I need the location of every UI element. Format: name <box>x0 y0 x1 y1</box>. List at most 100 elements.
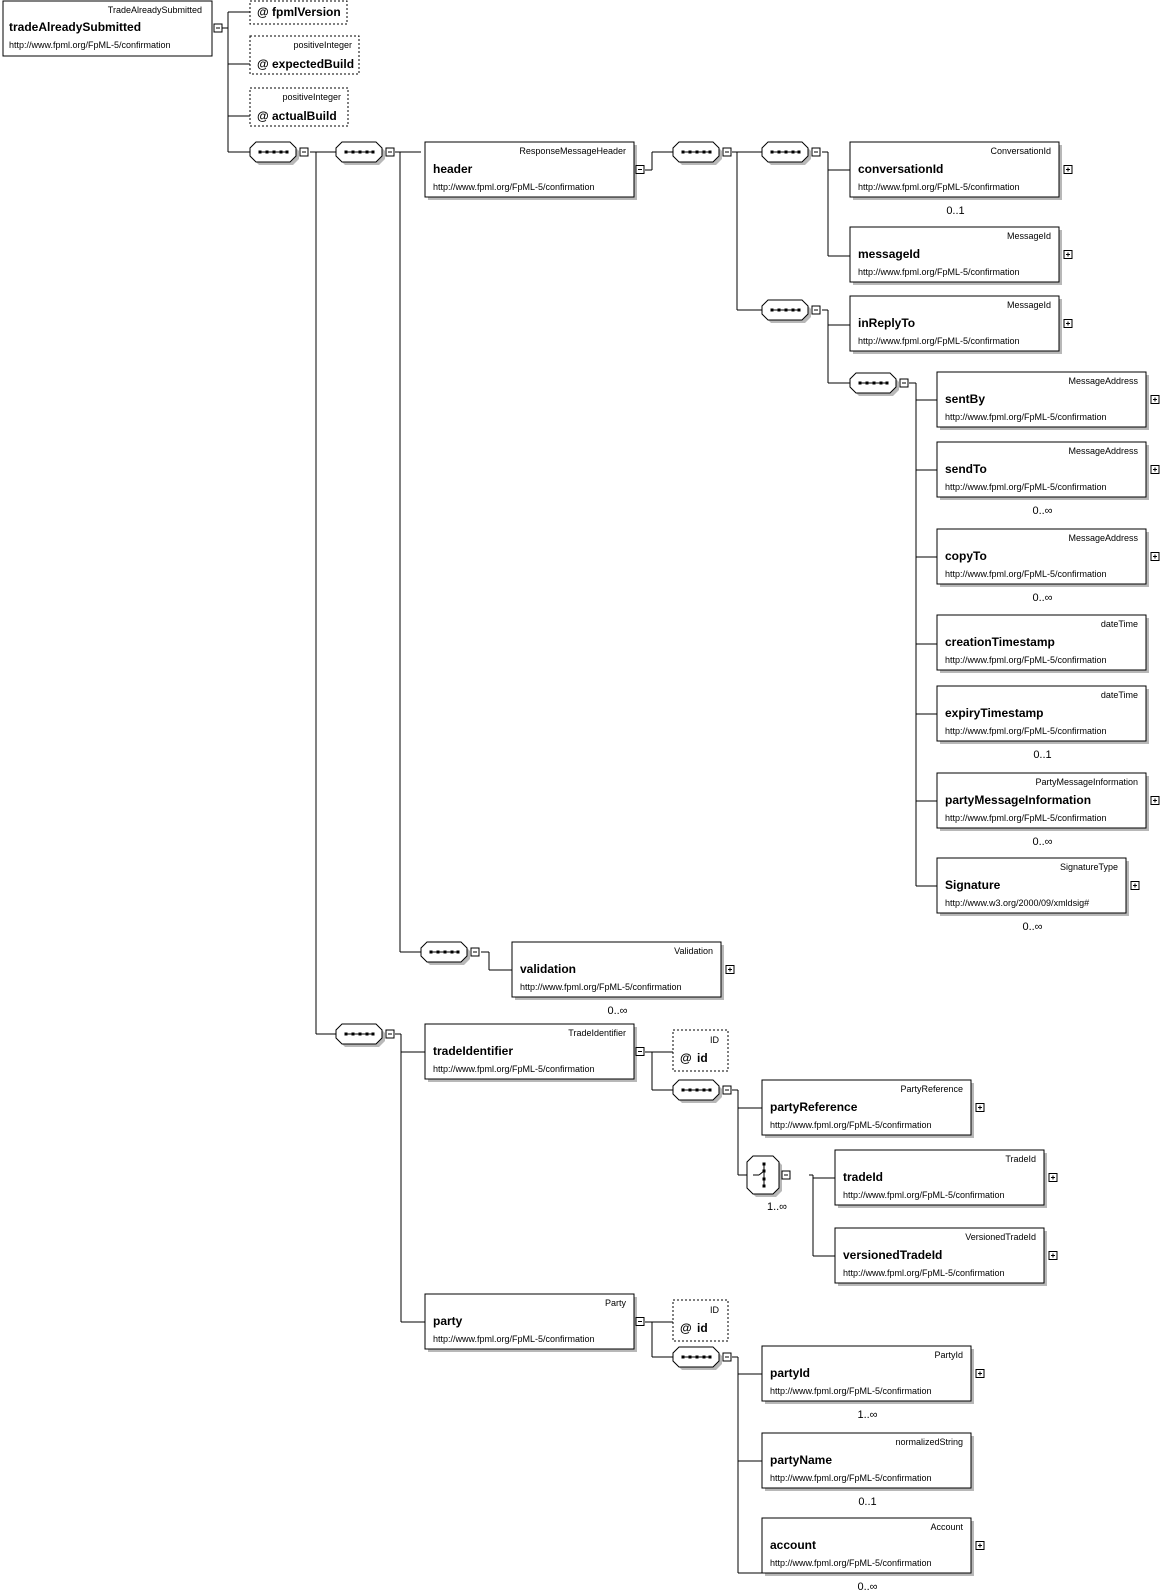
seq-party-collapse-toggle[interactable] <box>722 1352 732 1362</box>
element-party[interactable]: Partypartyhttp://www.fpml.org/FpML-5/con… <box>424 1293 637 1352</box>
seq-reply-sequence-icon[interactable] <box>761 299 811 323</box>
signature-expand-toggle[interactable] <box>1130 881 1140 890</box>
partyReference-name: partyReference <box>770 1100 858 1114</box>
tradeId-name: tradeId <box>843 1170 883 1184</box>
seq-header-content-collapse-toggle[interactable] <box>722 147 732 157</box>
seq-header-content-sequence-icon[interactable] <box>672 141 722 165</box>
attribute-actualBuild[interactable]: positiveInteger @ actualBuild <box>249 87 349 127</box>
element-expiryTimestamp[interactable]: dateTimeexpiryTimestamphttp://www.fpml.o… <box>936 685 1149 744</box>
creationTimestamp-name: creationTimestamp <box>945 635 1055 649</box>
seq-trade-identifier-collapse-toggle[interactable] <box>722 1085 732 1095</box>
copyTo-type: MessageAddress <box>1068 533 1138 543</box>
partyMessageInformation-namespace: http://www.fpml.org/FpML-5/confirmation <box>945 813 1107 823</box>
copyTo-expand-toggle[interactable] <box>1150 552 1160 561</box>
expiryTimestamp-cardinality: 0..1 <box>1033 749 1051 761</box>
partyMessageInformation-expand-toggle[interactable] <box>1150 796 1160 805</box>
element-sendTo[interactable]: MessageAddresssendTohttp://www.fpml.org/… <box>936 441 1149 500</box>
choice-icon[interactable] <box>746 1155 782 1197</box>
partyId-expand-toggle[interactable] <box>975 1369 985 1378</box>
partyName-namespace: http://www.fpml.org/FpML-5/confirmation <box>770 1473 932 1483</box>
header-collapse-toggle[interactable] <box>635 165 645 174</box>
element-sentBy[interactable]: MessageAddresssentByhttp://www.fpml.org/… <box>936 371 1149 430</box>
at-symbol: @ <box>257 57 269 71</box>
seq-trade-identifier-sequence-icon[interactable] <box>672 1079 722 1103</box>
sentBy-type: MessageAddress <box>1068 376 1138 386</box>
element-account[interactable]: Accountaccounthttp://www.fpml.org/FpML-5… <box>761 1517 974 1576</box>
seq-validation-sequence-icon[interactable] <box>420 941 470 965</box>
attribute-name: id <box>697 1051 708 1065</box>
signature-type: SignatureType <box>1060 862 1118 872</box>
conversationId-expand-toggle[interactable] <box>1063 165 1073 174</box>
seq-addresses-sequence-icon[interactable] <box>849 372 899 396</box>
validation-expand-toggle[interactable] <box>725 965 735 974</box>
seq-addresses-collapse-toggle[interactable] <box>899 378 909 388</box>
sendTo-name: sendTo <box>945 462 987 476</box>
signature-namespace: http://www.w3.org/2000/09/xmldsig# <box>945 898 1089 908</box>
versionedTradeId-type: VersionedTradeId <box>965 1232 1036 1242</box>
root-collapse-toggle[interactable] <box>213 23 223 33</box>
inReplyTo-name: inReplyTo <box>858 316 915 330</box>
attribute-tradeIdentifier-id[interactable]: ID @ id <box>672 1029 729 1072</box>
messageId-expand-toggle[interactable] <box>1063 250 1073 259</box>
root-name: tradeAlreadySubmitted <box>9 20 141 34</box>
seq-header-group-sequence-icon[interactable] <box>335 141 385 165</box>
seq-ids-sequence-icon[interactable] <box>761 141 811 165</box>
sentBy-expand-toggle[interactable] <box>1150 395 1160 404</box>
element-tradeId[interactable]: TradeIdtradeIdhttp://www.fpml.org/FpML-5… <box>834 1149 1047 1208</box>
tradeId-expand-toggle[interactable] <box>1048 1173 1058 1182</box>
element-conversationId[interactable]: ConversationIdconversationIdhttp://www.f… <box>849 141 1062 200</box>
messageId-namespace: http://www.fpml.org/FpML-5/confirmation <box>858 267 1020 277</box>
element-partyId[interactable]: PartyIdpartyIdhttp://www.fpml.org/FpML-5… <box>761 1345 974 1404</box>
attribute-party-id[interactable]: ID @ id <box>672 1299 729 1342</box>
choice-collapse-toggle[interactable] <box>781 1170 791 1180</box>
expiryTimestamp-namespace: http://www.fpml.org/FpML-5/confirmation <box>945 726 1107 736</box>
partyMessageInformation-name: partyMessageInformation <box>945 793 1091 807</box>
attribute-name: actualBuild <box>272 109 337 123</box>
partyReference-expand-toggle[interactable] <box>975 1103 985 1112</box>
seq-main-collapse-toggle[interactable] <box>299 147 309 157</box>
inReplyTo-expand-toggle[interactable] <box>1063 319 1073 328</box>
element-partyMessageInformation[interactable]: PartyMessageInformationpartyMessageInfor… <box>936 772 1149 831</box>
seq-reply-collapse-toggle[interactable] <box>811 305 821 315</box>
account-type: Account <box>930 1522 963 1532</box>
element-versionedTradeId[interactable]: VersionedTradeIdversionedTradeIdhttp://w… <box>834 1227 1047 1286</box>
element-partyReference[interactable]: PartyReferencepartyReferencehttp://www.f… <box>761 1079 974 1138</box>
seq-validation-collapse-toggle[interactable] <box>470 947 480 957</box>
seq-ids-collapse-toggle[interactable] <box>811 147 821 157</box>
sendTo-expand-toggle[interactable] <box>1150 465 1160 474</box>
element-validation[interactable]: Validationvalidationhttp://www.fpml.org/… <box>511 941 724 1000</box>
element-copyTo[interactable]: MessageAddresscopyTohttp://www.fpml.org/… <box>936 528 1149 587</box>
at-symbol: @ <box>680 1321 692 1335</box>
account-expand-toggle[interactable] <box>975 1541 985 1550</box>
partyMessageInformation-cardinality: 0..∞ <box>1032 836 1052 848</box>
tradeIdentifier-collapse-toggle[interactable] <box>635 1047 645 1056</box>
versionedTradeId-expand-toggle[interactable] <box>1048 1251 1058 1260</box>
element-partyName[interactable]: normalizedStringpartyNamehttp://www.fpml… <box>761 1432 974 1491</box>
seq-party-sequence-icon[interactable] <box>672 1346 722 1370</box>
signature-name: Signature <box>945 878 1001 892</box>
sentBy-name: sentBy <box>945 392 985 406</box>
element-tradeIdentifier[interactable]: TradeIdentifiertradeIdentifierhttp://www… <box>424 1023 637 1082</box>
account-namespace: http://www.fpml.org/FpML-5/confirmation <box>770 1558 932 1568</box>
tradeIdentifier-namespace: http://www.fpml.org/FpML-5/confirmation <box>433 1064 595 1074</box>
party-collapse-toggle[interactable] <box>635 1317 645 1326</box>
versionedTradeId-namespace: http://www.fpml.org/FpML-5/confirmation <box>843 1268 1005 1278</box>
partyName-type: normalizedString <box>895 1437 963 1447</box>
attribute-name: id <box>697 1321 708 1335</box>
compositors <box>249 141 909 1370</box>
seq-header-group-collapse-toggle[interactable] <box>385 147 395 157</box>
attribute-fpmlVersion[interactable]: @ fpmlVersion <box>249 0 348 25</box>
element-inReplyTo[interactable]: MessageIdinReplyTohttp://www.fpml.org/Fp… <box>849 295 1062 354</box>
seq-trade-sequence-icon[interactable] <box>335 1023 385 1047</box>
tradeIdentifier-type: TradeIdentifier <box>568 1028 626 1038</box>
attribute-expectedBuild[interactable]: positiveInteger @ expectedBuild <box>249 35 360 75</box>
inReplyTo-type: MessageId <box>1007 300 1051 310</box>
root-element-box[interactable]: TradeAlreadySubmitted tradeAlreadySubmit… <box>2 0 213 57</box>
element-creationTimestamp[interactable]: dateTimecreationTimestamphttp://www.fpml… <box>936 614 1149 673</box>
element-header[interactable]: ResponseMessageHeaderheaderhttp://www.fp… <box>424 141 637 200</box>
seq-main-sequence-icon[interactable] <box>249 141 299 165</box>
seq-trade-collapse-toggle[interactable] <box>385 1029 395 1039</box>
element-messageId[interactable]: MessageIdmessageIdhttp://www.fpml.org/Fp… <box>849 226 1062 285</box>
